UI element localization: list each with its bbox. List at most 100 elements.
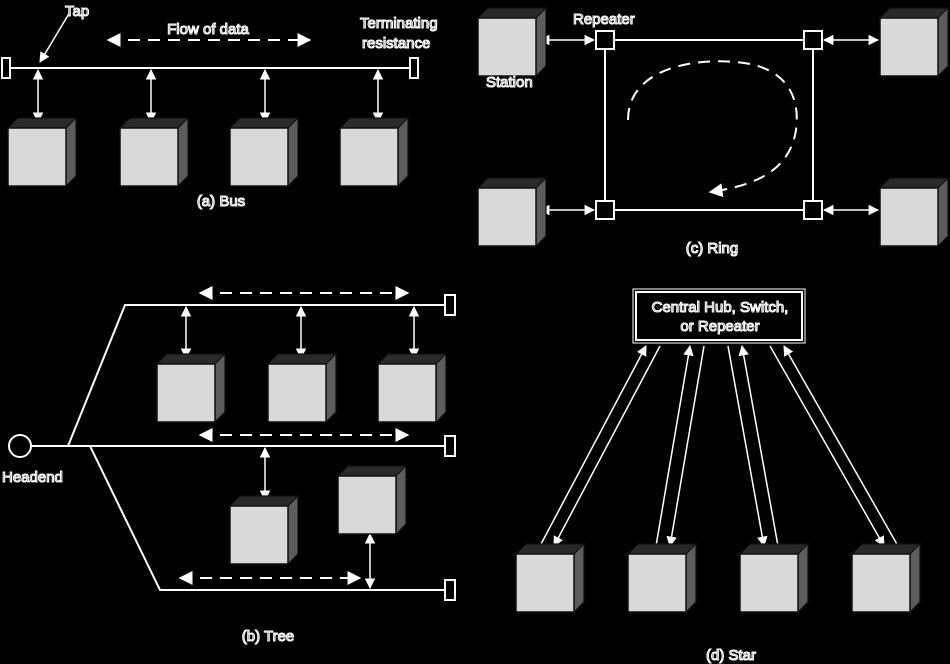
station-front-face bbox=[7, 127, 67, 187]
station-front-face bbox=[477, 187, 537, 247]
station-front-face bbox=[229, 505, 289, 565]
tree-station bbox=[266, 352, 338, 424]
ring-station bbox=[476, 176, 548, 248]
repeater-node bbox=[595, 30, 615, 50]
repeater-label: Repeater bbox=[573, 11, 635, 28]
station-front-face bbox=[339, 127, 399, 187]
station-front-face bbox=[267, 363, 327, 423]
station-top-face bbox=[266, 353, 338, 365]
station-side-face bbox=[435, 352, 447, 424]
station-top-face bbox=[514, 543, 586, 555]
station-side-face bbox=[325, 352, 337, 424]
station-top-face bbox=[476, 177, 548, 189]
terminating-resistance-label-2: resistance bbox=[362, 35, 430, 52]
terminating-resistance-label-1: Terminating bbox=[360, 15, 438, 32]
tap-pointer-arrow bbox=[39, 11, 71, 63]
station-top-face bbox=[738, 543, 810, 555]
station-side-face bbox=[535, 176, 547, 248]
ring-caption: (c) Ring bbox=[686, 240, 739, 257]
station-top-face bbox=[6, 117, 78, 129]
station-front-face bbox=[739, 553, 799, 613]
tap-label: Tap bbox=[65, 3, 89, 20]
station-front-face bbox=[156, 363, 216, 423]
station-top-face bbox=[878, 177, 950, 189]
station-top-face bbox=[338, 117, 410, 129]
station-side-face bbox=[397, 116, 409, 188]
station-top-face bbox=[336, 465, 408, 477]
central-hub-box bbox=[635, 291, 803, 341]
station-side-face bbox=[214, 352, 226, 424]
station-side-face bbox=[685, 542, 697, 614]
hub-label-1: Central Hub, Switch, bbox=[652, 299, 789, 316]
station-front-face bbox=[377, 363, 437, 423]
tree-terminator bbox=[444, 579, 456, 601]
tree-caption: (b) Tree bbox=[242, 628, 295, 645]
bus-station bbox=[118, 116, 190, 188]
star-link bbox=[738, 344, 779, 547]
station-top-face bbox=[228, 495, 300, 507]
station-side-face bbox=[573, 542, 585, 614]
station-side-face bbox=[535, 6, 547, 78]
repeater-node bbox=[803, 30, 823, 50]
hub-label-2: or Repeater bbox=[680, 318, 759, 335]
star-link bbox=[553, 345, 661, 547]
headend-node bbox=[8, 434, 32, 458]
station-side-face bbox=[65, 116, 77, 188]
ring-station bbox=[878, 6, 950, 78]
bus-station bbox=[6, 116, 78, 188]
star-station bbox=[850, 542, 922, 614]
star-link bbox=[727, 345, 768, 548]
station-side-face bbox=[797, 542, 809, 614]
station-side-face bbox=[287, 116, 299, 188]
tree-branch-top bbox=[67, 304, 445, 447]
bus-topology: Tap Flow of data Terminating resistance … bbox=[1, 2, 438, 211]
headend-label: Headend bbox=[2, 469, 63, 486]
star-link bbox=[666, 345, 705, 548]
tree-station bbox=[336, 464, 408, 536]
station-top-face bbox=[850, 543, 922, 555]
repeater-node bbox=[803, 200, 823, 220]
ring-station bbox=[476, 6, 548, 78]
bus-station bbox=[228, 116, 300, 188]
star-topology: Central Hub, Switch, or Repeater (d) Sta… bbox=[514, 288, 922, 664]
tree-station bbox=[228, 494, 300, 566]
tree-terminator bbox=[444, 294, 456, 316]
station-front-face bbox=[879, 17, 939, 77]
station-side-face bbox=[395, 464, 407, 536]
station-front-face bbox=[627, 553, 687, 613]
tree-station bbox=[155, 352, 227, 424]
station-top-face bbox=[376, 353, 448, 365]
station-top-face bbox=[878, 7, 950, 19]
tree-topology: Headend (b) Tree bbox=[1, 286, 456, 646]
ring-topology: Repeater Station (c) Ring bbox=[476, 6, 950, 258]
tree-terminator bbox=[444, 435, 456, 457]
station-side-face bbox=[287, 494, 299, 566]
station-top-face bbox=[228, 117, 300, 129]
station-front-face bbox=[879, 187, 939, 247]
star-link bbox=[539, 345, 647, 547]
star-station bbox=[738, 542, 810, 614]
station-top-face bbox=[626, 543, 698, 555]
station-front-face bbox=[229, 127, 289, 187]
ring-flow-arrow bbox=[627, 60, 798, 198]
star-link bbox=[783, 345, 899, 547]
bus-caption: (a) Bus bbox=[197, 193, 245, 210]
star-station bbox=[514, 542, 586, 614]
bus-terminator-right bbox=[409, 57, 419, 79]
star-station bbox=[626, 542, 698, 614]
station-side-face bbox=[937, 176, 949, 248]
star-link bbox=[769, 345, 885, 547]
station-front-face bbox=[851, 553, 911, 613]
station-side-face bbox=[177, 116, 189, 188]
star-link bbox=[655, 344, 694, 547]
station-side-face bbox=[937, 6, 949, 78]
station-front-face bbox=[515, 553, 575, 613]
ring-station bbox=[878, 176, 950, 248]
station-top-face bbox=[118, 117, 190, 129]
bus-station bbox=[338, 116, 410, 188]
station-side-face bbox=[909, 542, 921, 614]
station-front-face bbox=[477, 17, 537, 77]
tree-station bbox=[376, 352, 448, 424]
central-hub-outline bbox=[632, 288, 806, 344]
star-caption: (d) Star bbox=[706, 647, 756, 664]
